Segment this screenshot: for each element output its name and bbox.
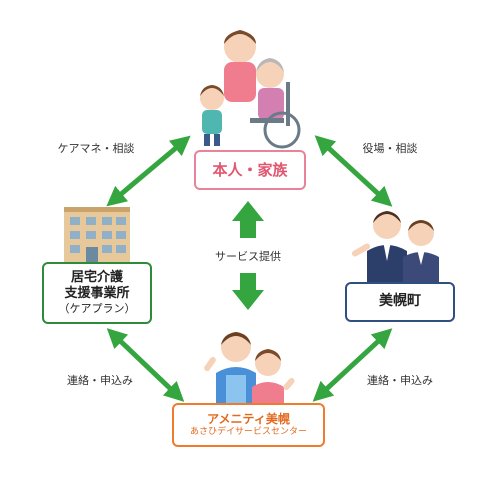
town-officials-illustration <box>351 211 439 285</box>
care-office-label-1: 居宅介護 <box>70 269 123 285</box>
office-building-illustration <box>64 207 130 263</box>
arrow-down-service <box>232 273 264 310</box>
care-office-label-3: （ケアプラン） <box>58 302 136 316</box>
arrow-up-service <box>232 201 264 238</box>
family-wheelchair-illustration <box>200 30 301 149</box>
caremanager-consult-label: ケアマネ・相談 <box>57 142 135 155</box>
service-provision-label: サービス提供 <box>215 250 281 263</box>
town-consult-label: 役場・相談 <box>362 142 418 155</box>
care-staff-illustration <box>204 332 295 410</box>
town-node: 美幌町 <box>345 282 455 322</box>
family-node: 本人・家族 <box>194 150 306 190</box>
service-center-node: アメニティ美幌 あさひデイサービスセンター <box>172 403 325 447</box>
arrow-family-careoffice <box>106 135 191 207</box>
contact-apply-right-label: 連絡・申込み <box>367 374 433 387</box>
family-label: 本人・家族 <box>212 160 288 179</box>
care-office-label-2: 支援事業所 <box>64 286 130 302</box>
arrow-careoffice-service <box>106 328 185 402</box>
care-office-node: 居宅介護 支援事業所 （ケアプラン） <box>42 262 152 324</box>
arrow-town-service <box>312 328 393 402</box>
arrow-family-town <box>314 135 393 207</box>
town-label: 美幌町 <box>379 293 421 310</box>
contact-apply-left-label: 連絡・申込み <box>67 374 133 387</box>
service-center-label-1: アメニティ美幌 <box>207 411 290 426</box>
service-center-label-2: あさひデイサービスセンター <box>189 426 307 437</box>
